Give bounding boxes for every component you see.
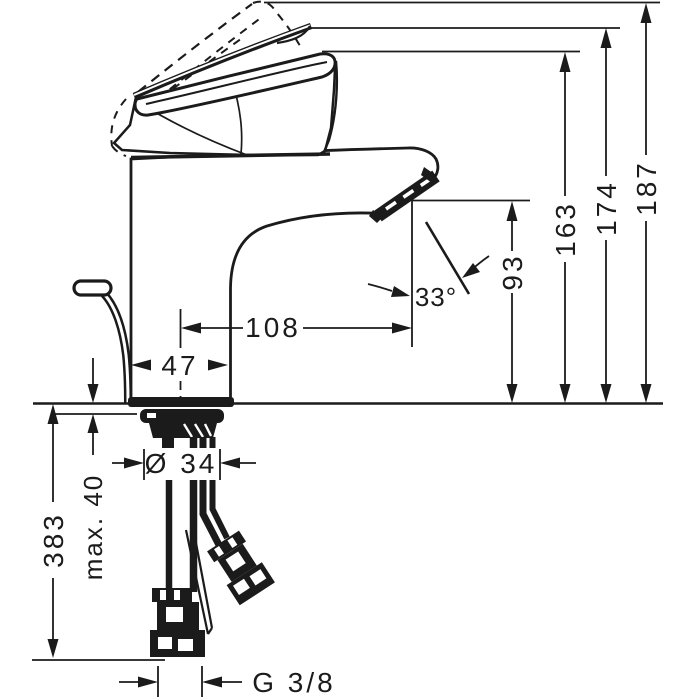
dim-arrow [47,404,59,424]
aerator-lip [369,210,383,223]
dim-arrow [559,52,571,72]
dim-spout-angle: 33° [367,221,490,312]
raised-handle-dashed-pivot-arc [110,98,127,147]
dim-label-108: 108 [245,312,301,343]
escutcheon-flange [140,409,224,423]
dim-label-383: 383 [38,512,69,568]
dim-arrow [600,384,612,403]
dim-hose-length: 383 [38,404,69,658]
dim-arrow [47,639,59,658]
connector-collar [207,530,247,563]
dim-connection-thread: G 3/8 [119,667,335,698]
aerator [369,167,440,223]
raised-handle-dashed-top-edge [137,3,253,93]
connector-window [225,551,246,572]
handle-rear-support [322,60,339,153]
dim-arrow [124,457,144,469]
dim-label-33deg: 33° [415,282,457,312]
pop-up-rod-stem-inner [102,292,130,404]
raised-handle-dashed-inner-1 [157,16,263,100]
dim-label-187: 187 [631,160,662,216]
closed-lever-inner-line [145,61,328,105]
dim-arrow [202,676,222,688]
dim-height-handle-raised: 187 [631,3,662,403]
connector-collar [152,588,192,602]
dim-spout-reach: 108 [181,312,412,343]
dim-body-width: 47 [131,350,228,381]
dim-arrow [391,286,410,297]
dim-arrow [208,359,228,371]
base-plate [128,397,234,407]
dim-label-47: 47 [161,350,198,381]
aerator-slots [384,178,431,211]
dim-arrow [559,384,571,403]
dim-max-mounting-thickness: max. 40 [78,358,108,580]
dim-arrow [462,263,480,278]
dim-arrow [87,414,99,433]
connector-window [166,607,183,622]
mounting-hardware [128,397,234,454]
supply-hoses [150,437,275,657]
ext-lines-thread [157,666,203,697]
angle-leader-lower [367,283,393,292]
dim-arrow [506,384,518,403]
dim-spout-height: 93 [497,201,528,403]
connector-straight [150,588,205,657]
dim-label-g38: G 3/8 [252,667,335,698]
dim-arrow [640,384,652,403]
dim-arrow [506,201,518,221]
connector-collar-slit [227,537,238,549]
closed-lever [133,52,337,117]
dim-arrow [131,359,151,371]
dim-arrow [138,676,158,688]
dim-arrow [640,3,652,23]
connector-foot-window [158,637,172,649]
connector-collar-slit [214,545,224,557]
raised-handle-dashed-pivot-foot [111,145,127,157]
dim-label-163: 163 [550,201,581,257]
connector-foot-window [249,569,267,586]
pull-rod-tail [184,526,214,635]
dim-arrow [87,384,99,403]
body-top-edge [130,152,331,160]
dim-shank-diameter: Ø 34 [112,448,256,479]
raised-lever-edge-highlight [133,24,311,96]
handle [110,0,339,160]
dim-arrow [181,322,201,334]
dim-arrow [220,457,240,469]
dim-height-handle-mid: 174 [591,28,622,403]
pop-up-rod-knob [72,279,113,297]
dim-label-max40: max. 40 [78,474,108,581]
dim-arrow [392,322,412,334]
nut-hatching [182,423,213,438]
pop-up-rod [72,279,132,404]
flange-slot [147,413,156,418]
connector-foot-window [178,639,193,651]
ext-lines-shank [143,449,221,480]
dim-label-d34: Ø 34 [145,448,218,479]
dim-height-handle-closed: 163 [550,52,581,403]
diameter-label-backplate [143,448,218,480]
connector-angled [207,530,275,606]
connector-collar-slit [174,590,180,600]
dim-label-174: 174 [591,180,622,236]
aerator-nose [421,167,437,183]
dim-arrow [600,28,612,48]
reference-lines [32,1,663,697]
connector-collar-slit [160,590,166,600]
angle-stream-line [424,221,471,295]
connector-foot-window [233,578,250,596]
dim-label-93: 93 [497,253,528,290]
